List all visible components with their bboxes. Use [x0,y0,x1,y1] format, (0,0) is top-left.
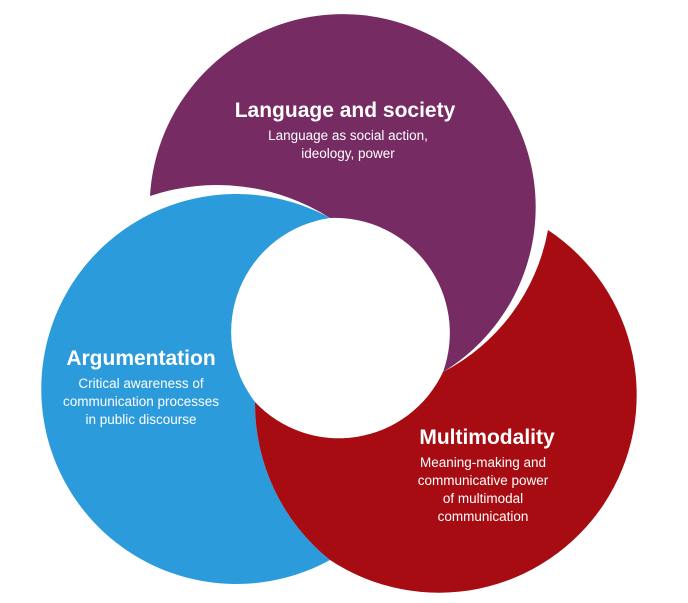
argumentation-desc-line-2: communication processes [63,394,219,409]
argumentation-desc-line-3: in public discourse [85,412,196,427]
language-society-desc-line-1: Language as social action, [268,128,428,143]
multimodality-desc-line-2: communicative power [418,473,549,488]
multimodality-title: Multimodality [419,426,555,449]
segment-argumentation: Argumentation Critical awareness of comm… [41,194,330,584]
multimodality-shape [254,230,637,593]
argumentation-desc-line-1: Critical awareness of [78,376,204,391]
language-society-shape [150,14,536,372]
argumentation-shape [41,194,330,584]
language-society-title: Language and society [235,99,456,122]
segment-multimodality: Multimodality Meaning-making and communi… [254,230,637,593]
language-society-desc-line-2: ideology, power [301,146,395,161]
multimodality-desc-line-4: communication [438,509,529,524]
segment-language-society: Language and society Language as social … [150,14,536,372]
argumentation-title: Argumentation [66,347,215,370]
multimodality-desc-line-1: Meaning-making and [420,455,546,470]
multimodality-desc-line-3: of multimodal [443,491,523,506]
